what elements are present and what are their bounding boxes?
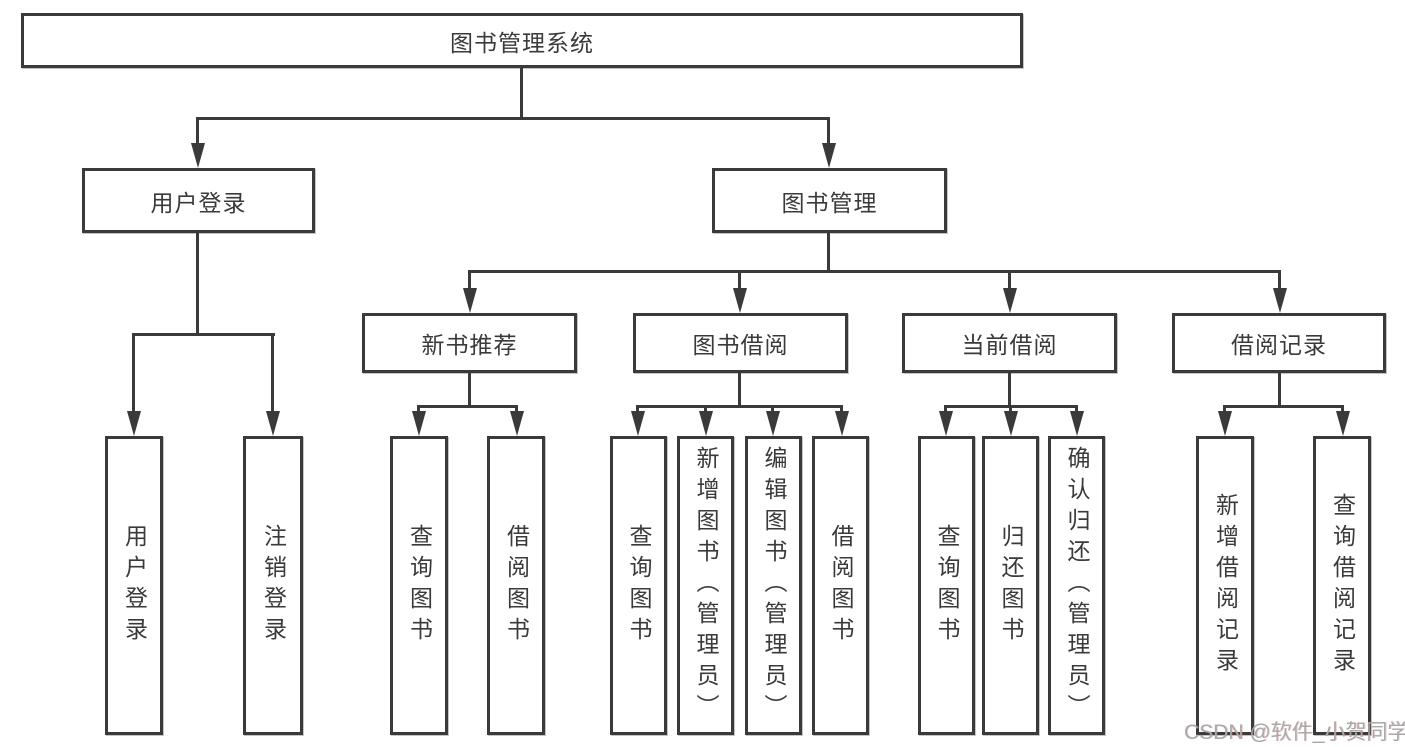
node-label: 当前借阅	[961, 332, 1058, 358]
arrowhead-down-icon	[191, 143, 205, 168]
arrowhead-down-icon	[412, 411, 426, 436]
leaf-label: 查询借阅记录	[1329, 492, 1356, 679]
node-library-management-system: 图书管理系统	[21, 13, 1023, 68]
leaf-logout: 注销登录	[243, 436, 303, 735]
connector-drop-level3	[468, 270, 471, 291]
leaf-add-borrow-record: 新增借阅记录	[1196, 436, 1254, 735]
connector-user-login-stem	[196, 233, 199, 336]
connector-stem-new-book	[468, 373, 471, 408]
connector-drop-user-login	[196, 117, 199, 146]
arrowhead-down-icon	[1218, 411, 1232, 436]
arrowhead-down-icon	[835, 411, 849, 436]
connector-branch-user-login	[132, 333, 275, 336]
connector-drop-leaf	[417, 405, 420, 415]
arrowhead-down-icon	[1070, 411, 1084, 436]
leaf-edit-books-admin: 编辑图书（管理员）	[745, 436, 802, 735]
node-label: 图书管理系统	[450, 29, 594, 56]
leaf-query-borrow-record: 查询借阅记录	[1313, 436, 1371, 735]
arrowhead-down-icon	[510, 411, 524, 436]
node-book-management: 图书管理	[712, 168, 947, 233]
leaf-confirm-return-admin: 确认归还（管理员）	[1048, 436, 1105, 735]
connector-drop-leaf	[636, 405, 639, 415]
arrowhead-down-icon	[463, 288, 477, 313]
leaf-borrow-books: 借阅图书	[812, 436, 869, 735]
connector-stem-current-borrow	[1008, 373, 1011, 408]
arrowhead-down-icon	[631, 411, 645, 436]
leaf-label: 编辑图书（管理员）	[761, 446, 787, 725]
node-label: 借阅记录	[1231, 332, 1327, 358]
leaf-label: 新增图书（管理员）	[693, 446, 719, 725]
connector-drop-leaf	[1341, 405, 1344, 415]
node-current-borrowing: 当前借阅	[902, 313, 1117, 373]
node-label: 图书管理	[781, 189, 878, 216]
connector-branch-level3	[468, 270, 1281, 273]
leaf-query-books-current: 查询图书	[918, 436, 975, 735]
leaf-label: 注销登录	[260, 523, 287, 648]
connector-drop-level3	[1008, 270, 1011, 291]
connector-stem-borrow-records	[1278, 373, 1281, 408]
connector-drop-level3	[1278, 270, 1281, 291]
leaf-label: 用户登录	[121, 523, 148, 648]
arrowhead-down-icon	[822, 143, 836, 168]
leaf-label: 新增借阅记录	[1212, 492, 1239, 679]
connector-drop-leaf	[1223, 405, 1226, 415]
node-borrowing-records: 借阅记录	[1172, 313, 1386, 373]
leaf-label: 归还图书	[998, 523, 1024, 648]
leaf-borrow-books-recommend: 借阅图书	[487, 436, 545, 735]
connector-branch-borrow-records	[1223, 405, 1344, 408]
connector-drop-level3	[738, 270, 741, 291]
arrowhead-down-icon	[266, 411, 280, 436]
connector-branch-book-borrow	[636, 405, 843, 408]
leaf-label: 借阅图书	[503, 523, 530, 648]
connector-stem-book-borrow	[738, 373, 741, 408]
node-book-borrowing: 图书借阅	[633, 313, 848, 373]
arrowhead-down-icon	[1273, 288, 1287, 313]
arrowhead-down-icon	[939, 411, 953, 436]
connector-branch-level2	[196, 117, 830, 120]
node-label: 图书借阅	[692, 332, 789, 358]
leaf-query-books-borrow: 查询图书	[610, 436, 667, 735]
connector-drop-leaf	[771, 405, 774, 415]
connector-drop-leaf	[1009, 405, 1012, 415]
arrowhead-down-icon	[1004, 411, 1018, 436]
leaf-label: 查询图书	[626, 523, 652, 648]
connector-drop-leaf	[704, 405, 707, 415]
leaf-add-books-admin: 新增图书（管理员）	[677, 436, 734, 735]
node-label: 新书推荐	[421, 332, 518, 358]
node-user-login: 用户登录	[82, 168, 315, 233]
arrowhead-down-icon	[127, 411, 141, 436]
connector-root-stem	[520, 68, 523, 118]
arrowhead-down-icon	[766, 411, 780, 436]
connector-drop-leaf	[271, 333, 274, 413]
connector-drop-book-management	[827, 117, 830, 146]
connector-drop-leaf	[1075, 405, 1078, 415]
connector-drop-leaf	[515, 405, 518, 415]
connector-branch-new-book	[417, 405, 518, 408]
connector-drop-leaf	[944, 405, 947, 415]
leaf-label: 借阅图书	[828, 523, 854, 648]
leaf-label: 查询图书	[406, 523, 433, 648]
arrowhead-down-icon	[1336, 411, 1350, 436]
arrowhead-down-icon	[733, 288, 747, 313]
leaf-user-login: 用户登录	[105, 436, 163, 735]
connector-drop-leaf	[840, 405, 843, 415]
node-label: 用户登录	[150, 189, 247, 216]
leaf-label: 查询图书	[934, 523, 960, 648]
leaf-return-books: 归还图书	[982, 436, 1039, 735]
connector-drop-leaf	[132, 333, 135, 413]
arrowhead-down-icon	[1003, 288, 1017, 313]
connector-book-management-stem	[827, 233, 830, 273]
leaf-label: 确认归还（管理员）	[1064, 446, 1090, 725]
arrowhead-down-icon	[699, 411, 713, 436]
node-new-book-recommendation: 新书推荐	[362, 313, 577, 373]
csdn-watermark: CSDN @软件_小贺同学	[1184, 721, 1405, 744]
leaf-query-books-recommend: 查询图书	[390, 436, 448, 735]
